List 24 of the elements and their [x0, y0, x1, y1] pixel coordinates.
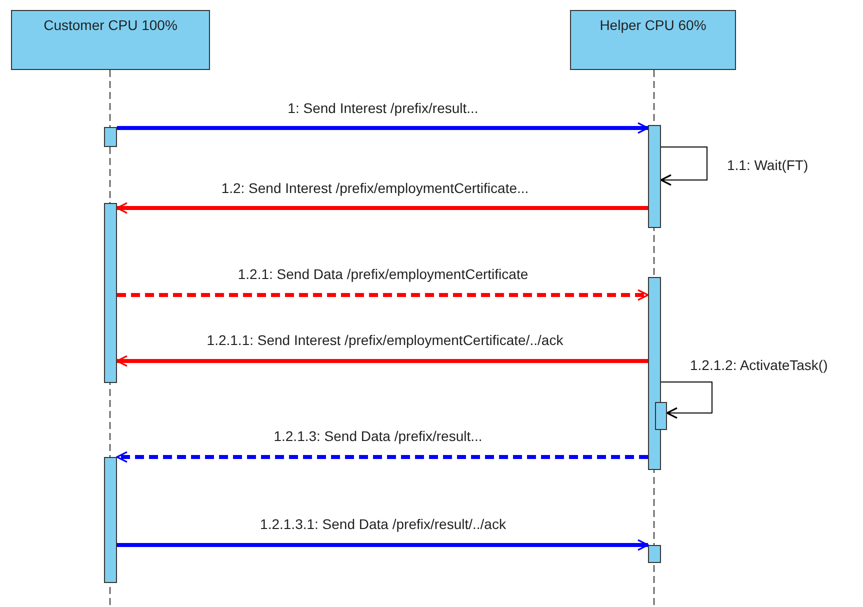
- edge-label: 1.2.1.1: Send Interest /prefix/employmentCertificate/../ack: [204, 332, 566, 348]
- activation-bar: [648, 277, 661, 470]
- message-arrow: [116, 202, 648, 214]
- message-arrow: [117, 289, 649, 301]
- activation-bar: [104, 127, 117, 147]
- participant-box: [570, 10, 736, 70]
- participant-name: Helper CPU 60%: [600, 17, 706, 33]
- edge-label: 1.2.1: Send Data /prefix/employmentCertificate: [236, 266, 530, 282]
- self-message-arrow: [660, 382, 712, 419]
- participant-box: [11, 10, 210, 70]
- activation-bar: [104, 203, 117, 383]
- participant-name: Customer CPU 100%: [44, 17, 178, 33]
- message-arrow: [116, 355, 648, 367]
- activation-bar: [104, 457, 117, 583]
- edge-label: 1.2.1.3.1: Send Data /prefix/result/../ack: [258, 516, 508, 532]
- edge-label: 1.2.1.2: ActivateTask(): [688, 357, 830, 373]
- message-arrow: [117, 122, 649, 134]
- self-message-arrow: [660, 146, 708, 186]
- activation-bar: [648, 125, 661, 228]
- message-arrow: [117, 539, 649, 551]
- activation-bar: [655, 402, 667, 430]
- activation-bar: [648, 545, 661, 563]
- edge-label: 1.1: Wait(FT): [725, 157, 810, 173]
- message-arrow: [116, 451, 648, 463]
